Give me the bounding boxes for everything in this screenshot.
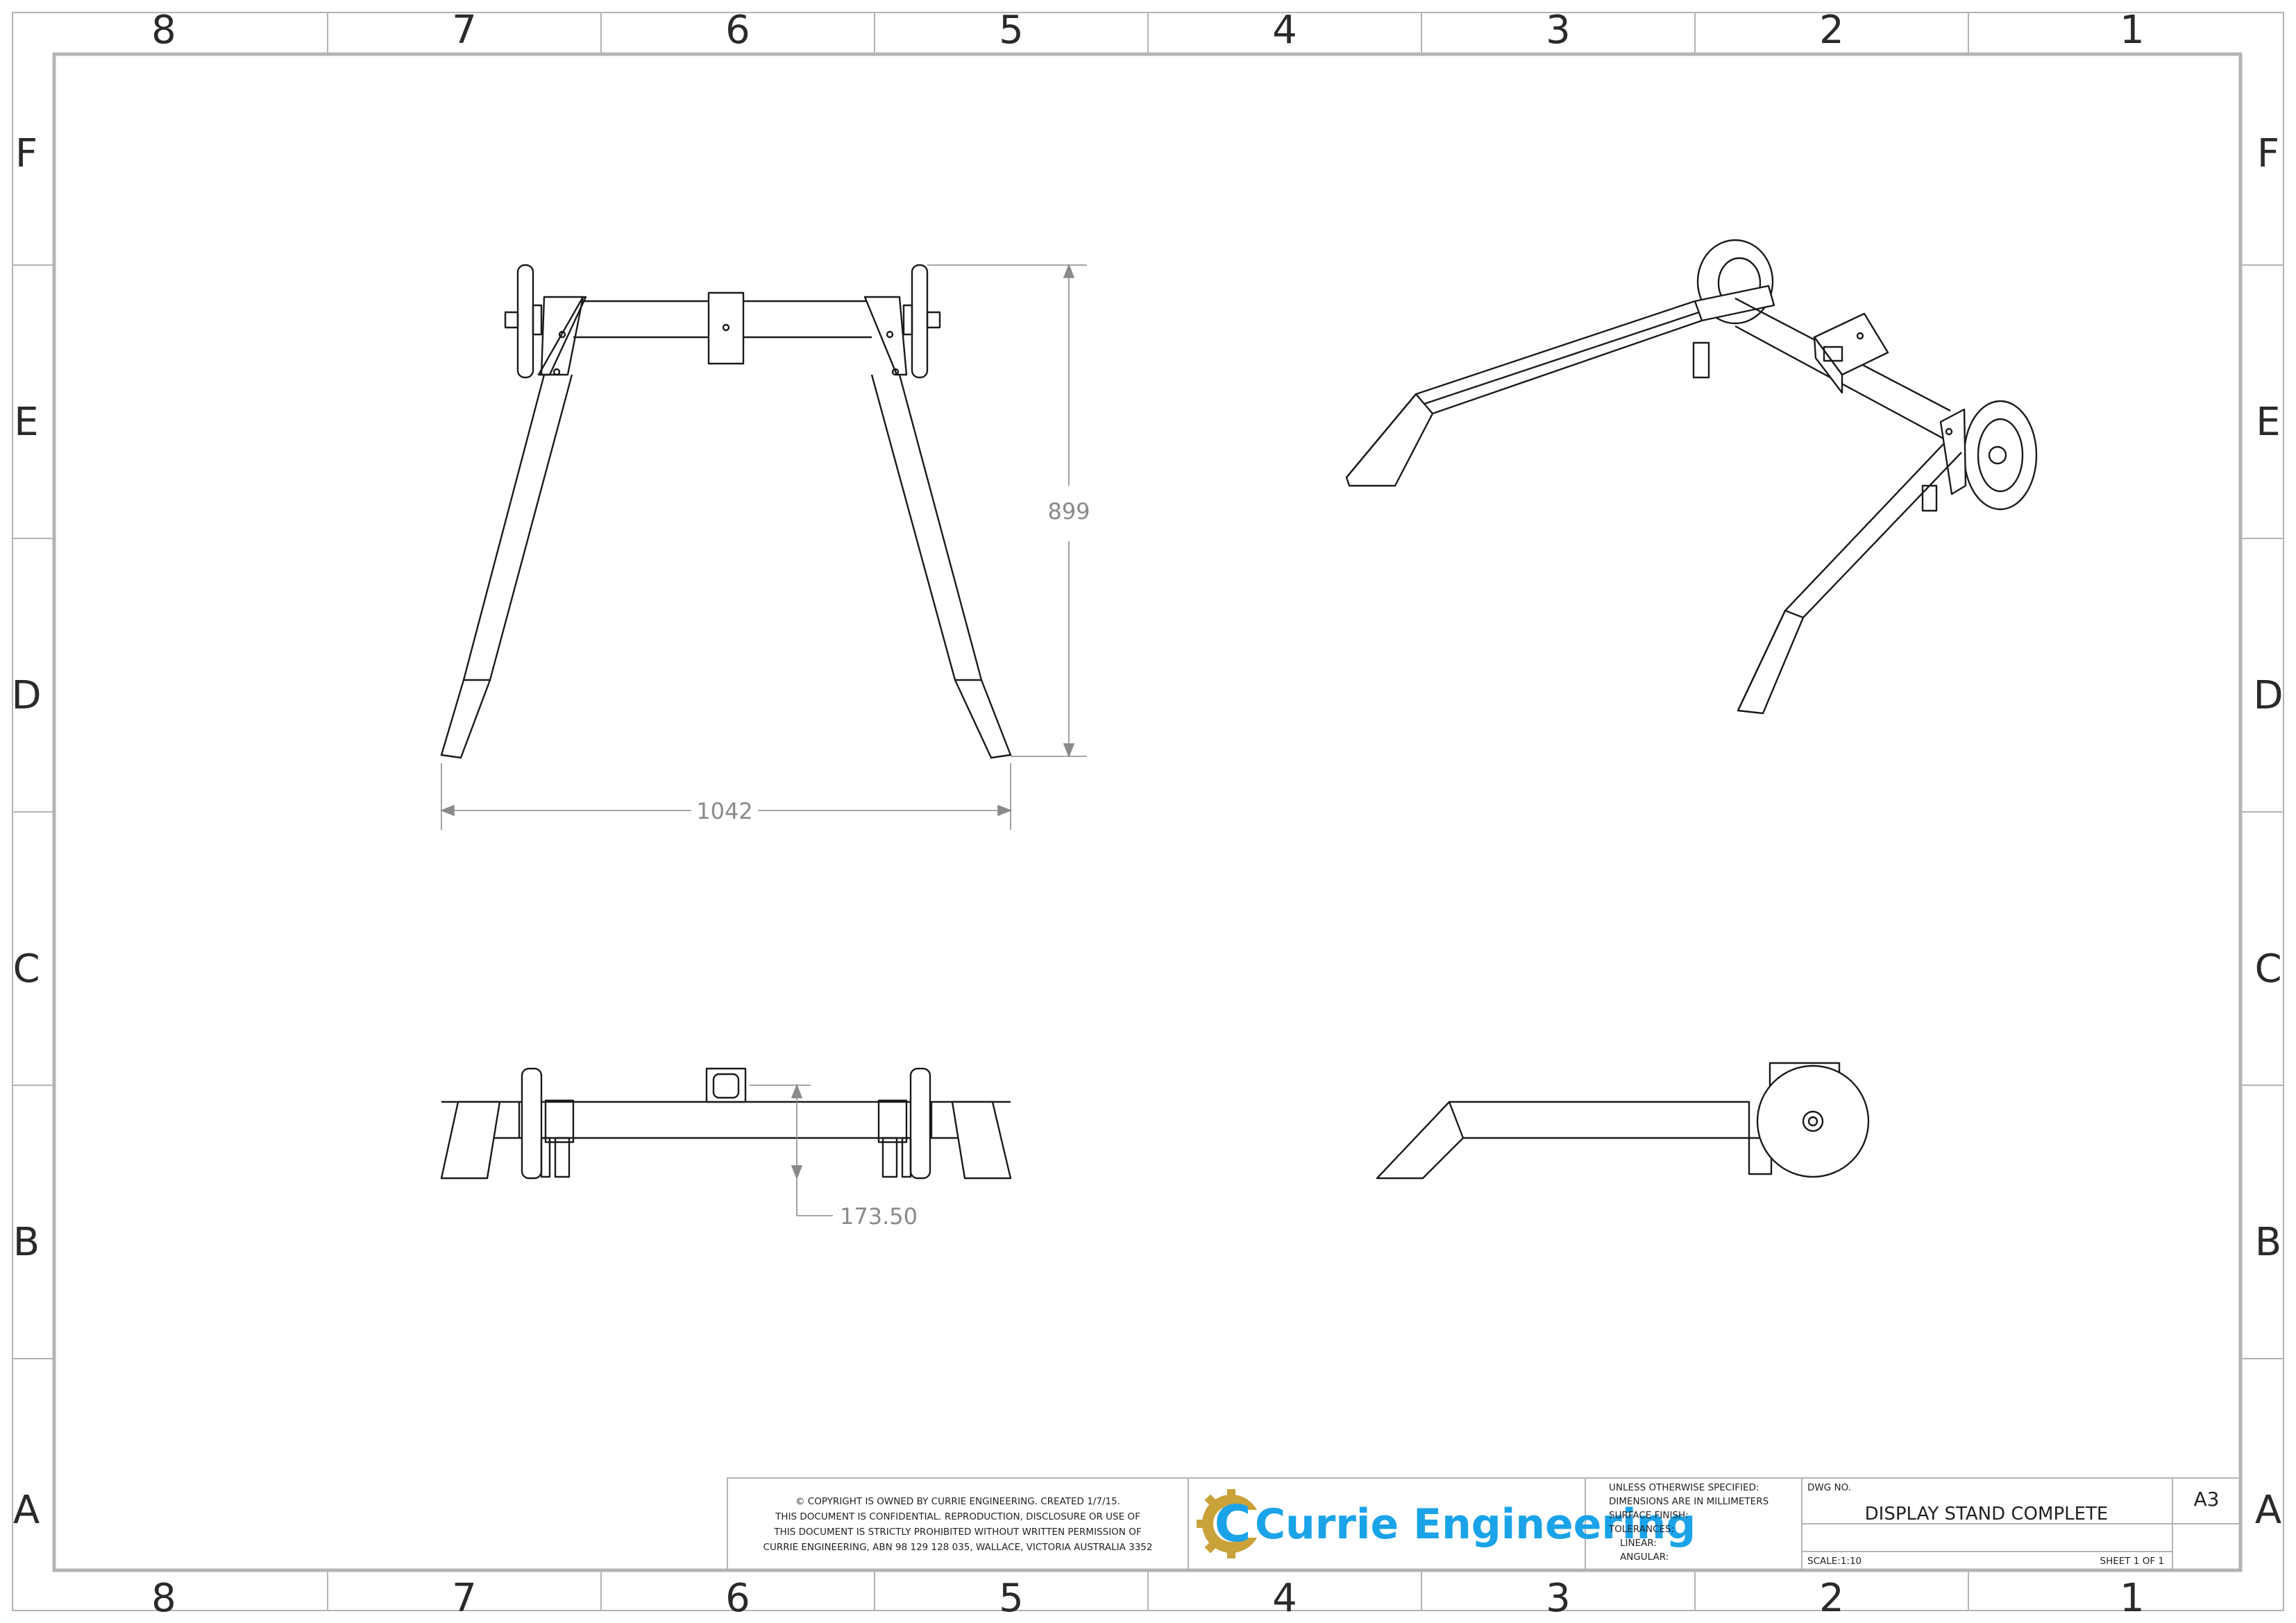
scale-label: SCALE:1:10 <box>1807 1556 1862 1567</box>
side-view <box>1376 1062 1870 1180</box>
company-logo: C Currie Engineering <box>1197 1489 1696 1558</box>
zone-col-4-bottom: 4 <box>1272 1576 1297 1621</box>
zone-row-d-right: D <box>2253 673 2283 718</box>
zone-labels-top: 8 7 6 5 4 3 2 1 <box>151 8 2145 53</box>
zone-col-3-bottom: 3 <box>1546 1576 1571 1621</box>
zone-row-f-right: F <box>2257 131 2279 176</box>
zone-row-b-right: B <box>2255 1220 2281 1265</box>
zone-col-4: 4 <box>1272 8 1297 53</box>
zone-row-a-right: A <box>2255 1488 2281 1533</box>
svg-text:C: C <box>1215 1495 1251 1553</box>
gear-c-icon: C <box>1197 1489 1266 1558</box>
spec-line-4: TOLERANCES: <box>1608 1524 1674 1535</box>
zone-row-a: A <box>13 1488 40 1533</box>
drawing-border <box>12 12 2284 1611</box>
zone-row-b: B <box>13 1220 40 1265</box>
isometric-view <box>1345 239 2038 715</box>
spec-line-6: ANGULAR: <box>1620 1552 1669 1563</box>
spec-line-2: DIMENSIONS ARE IN MILLIMETERS <box>1609 1496 1769 1507</box>
drawing-title: DISPLAY STAND COMPLETE <box>1865 1504 2109 1524</box>
zone-col-8: 8 <box>151 8 176 53</box>
zone-col-3: 3 <box>1546 8 1571 53</box>
zone-col-7: 7 <box>452 8 477 53</box>
zone-labels-bottom: 8 7 6 5 4 3 2 1 <box>151 1576 2145 1621</box>
paper-size: A3 <box>2194 1488 2220 1511</box>
zone-col-5-bottom: 5 <box>999 1576 1024 1621</box>
zone-col-1: 1 <box>2120 8 2145 53</box>
zone-row-f: F <box>15 131 37 176</box>
copyright-line-4: CURRIE ENGINEERING, ABN 98 129 128 035, … <box>763 1542 1153 1553</box>
zone-col-7-bottom: 7 <box>452 1576 477 1621</box>
zone-row-e: E <box>14 400 38 445</box>
copyright-line-2: THIS DOCUMENT IS CONFIDENTIAL. REPRODUCT… <box>775 1511 1140 1522</box>
spec-line-5: LINEAR: <box>1620 1538 1657 1549</box>
zone-row-d: D <box>11 673 41 718</box>
zone-col-2: 2 <box>1819 8 1844 53</box>
copyright-notice: © COPYRIGHT IS OWNED BY CURRIE ENGINEERI… <box>763 1496 1153 1553</box>
tolerance-spec: UNLESS OTHERWISE SPECIFIED: DIMENSIONS A… <box>1608 1482 1769 1563</box>
dimension-height: 899 <box>1047 498 1090 525</box>
title-block <box>727 1477 2241 1571</box>
front-view <box>440 264 1012 759</box>
zone-col-1-bottom: 1 <box>2120 1576 2145 1621</box>
top-view <box>440 1067 1012 1180</box>
zone-labels-right: F E D C B A <box>2253 131 2283 1533</box>
zone-ticks <box>12 12 2284 1611</box>
zone-col-6-bottom: 6 <box>725 1576 750 1621</box>
dimension-offset: 173.50 <box>840 1203 918 1230</box>
spec-line-3: SURFACE FINISH: <box>1609 1510 1689 1521</box>
dimension-width: 1042 <box>696 798 752 824</box>
dwg-no-label: DWG NO. <box>1807 1482 1851 1493</box>
zone-col-2-bottom: 2 <box>1819 1576 1844 1621</box>
company-name: Currie Engineering <box>1255 1500 1696 1549</box>
top-dimensions <box>750 1083 833 1216</box>
front-dimensions <box>439 263 1087 830</box>
zone-col-6: 6 <box>725 8 750 53</box>
zone-col-5: 5 <box>999 8 1024 53</box>
zone-row-c: C <box>12 946 40 992</box>
sheet-label: SHEET 1 OF 1 <box>2100 1556 2164 1567</box>
spec-line-1: UNLESS OTHERWISE SPECIFIED: <box>1609 1482 1759 1493</box>
zone-col-8-bottom: 8 <box>151 1576 176 1621</box>
copyright-line-1: © COPYRIGHT IS OWNED BY CURRIE ENGINEERI… <box>795 1496 1120 1507</box>
zone-labels-left: F E D C B A <box>11 131 41 1533</box>
zone-row-c-right: C <box>2254 946 2281 992</box>
copyright-line-3: THIS DOCUMENT IS STRICTLY PROHIBITED WIT… <box>773 1527 1141 1538</box>
zone-row-e-right: E <box>2256 400 2280 445</box>
